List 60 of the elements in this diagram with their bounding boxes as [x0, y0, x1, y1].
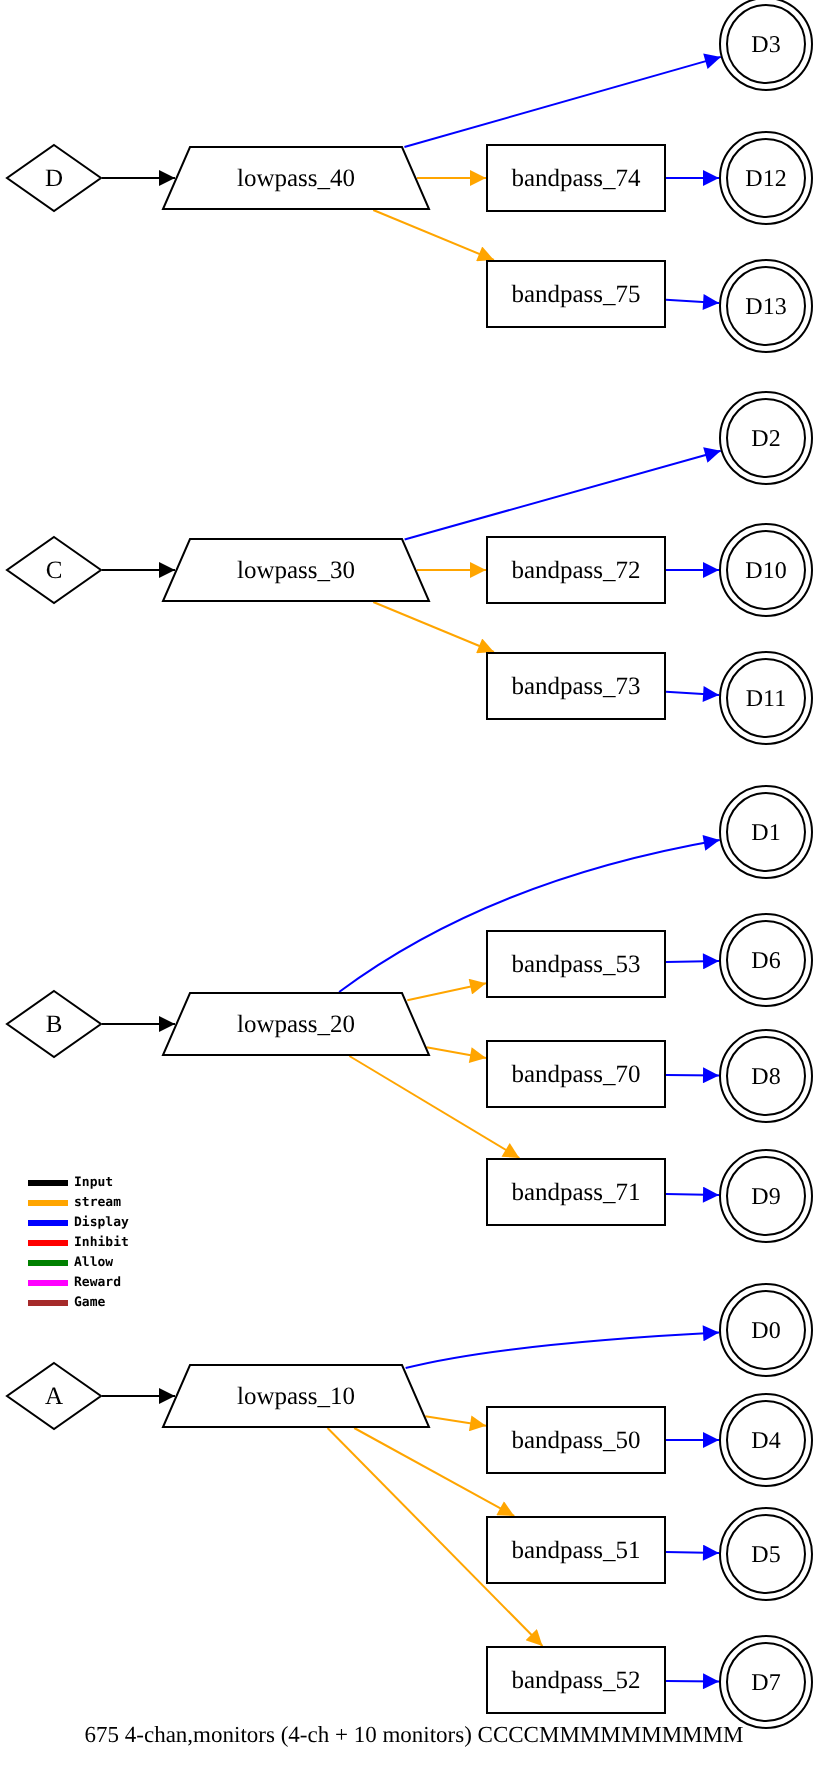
arrow [101, 1388, 176, 1404]
double-circle-node: D8 [718, 1028, 814, 1124]
arrow [424, 1415, 487, 1432]
bandpass-box: bandpass_74 [486, 144, 666, 212]
bandpass-box: bandpass_50 [486, 1406, 666, 1474]
arrow [665, 1186, 720, 1203]
double-circle-node: D5 [718, 1506, 814, 1602]
arrow [404, 1325, 721, 1370]
double-circle-node: D13 [718, 258, 814, 354]
input-diamond: D [6, 144, 102, 212]
caption: 675 4-chan,monitors (4-ch + 10 monitors) CCCCMMMMMMMMMM [82, 1724, 746, 1748]
input-diamond: A [6, 1362, 102, 1430]
bandpass-box: bandpass_72 [486, 536, 666, 604]
bandpass-box: bandpass_53 [486, 930, 666, 998]
double-circle-node: D12 [718, 130, 814, 226]
lowpass-trapezoid: lowpass_20 [162, 992, 430, 1056]
double-circle-node: D1 [718, 784, 814, 880]
arrow [665, 1432, 720, 1448]
arrow [406, 978, 487, 1002]
arrow [665, 294, 721, 310]
input-diamond: C [6, 536, 102, 604]
double-circle-node: D0 [718, 1282, 814, 1378]
arrow [665, 686, 721, 702]
bandpass-box: bandpass_51 [486, 1516, 666, 1584]
bandpass-box: bandpass_70 [486, 1040, 666, 1108]
double-circle-node: D6 [718, 912, 814, 1008]
arrow [372, 209, 495, 262]
bandpass-box: bandpass_75 [486, 260, 666, 328]
bandpass-box: bandpass_71 [486, 1158, 666, 1226]
arrow [665, 170, 720, 186]
double-circle-node: D11 [718, 650, 814, 746]
lowpass-trapezoid: lowpass_40 [162, 146, 430, 210]
arrow [403, 53, 722, 149]
arrow [665, 562, 720, 578]
arrow [425, 1046, 487, 1063]
arrow [665, 1544, 720, 1561]
double-circle-node: D10 [718, 522, 814, 618]
bandpass-box: bandpass_73 [486, 652, 666, 720]
double-circle-node: D2 [718, 390, 814, 486]
arrow [665, 1673, 720, 1690]
double-circle-node: D4 [718, 1392, 814, 1488]
arrow [403, 447, 722, 541]
arrow [665, 953, 720, 970]
double-circle-node: D9 [718, 1148, 814, 1244]
arrow [101, 170, 176, 186]
arrow [353, 1427, 516, 1517]
arrow [416, 170, 487, 186]
lowpass-trapezoid: lowpass_30 [162, 538, 430, 602]
arrow [348, 1055, 521, 1159]
input-diamond: B [6, 990, 102, 1058]
bandpass-box: bandpass_52 [486, 1646, 666, 1714]
arrow [101, 562, 176, 578]
double-circle-node: D7 [718, 1634, 814, 1730]
arrow [416, 562, 487, 578]
arrow [326, 1427, 544, 1647]
lowpass-trapezoid: lowpass_10 [162, 1364, 430, 1428]
arrow [338, 835, 721, 993]
arrow [665, 1067, 720, 1084]
arrow [372, 601, 495, 654]
arrow [101, 1016, 176, 1032]
